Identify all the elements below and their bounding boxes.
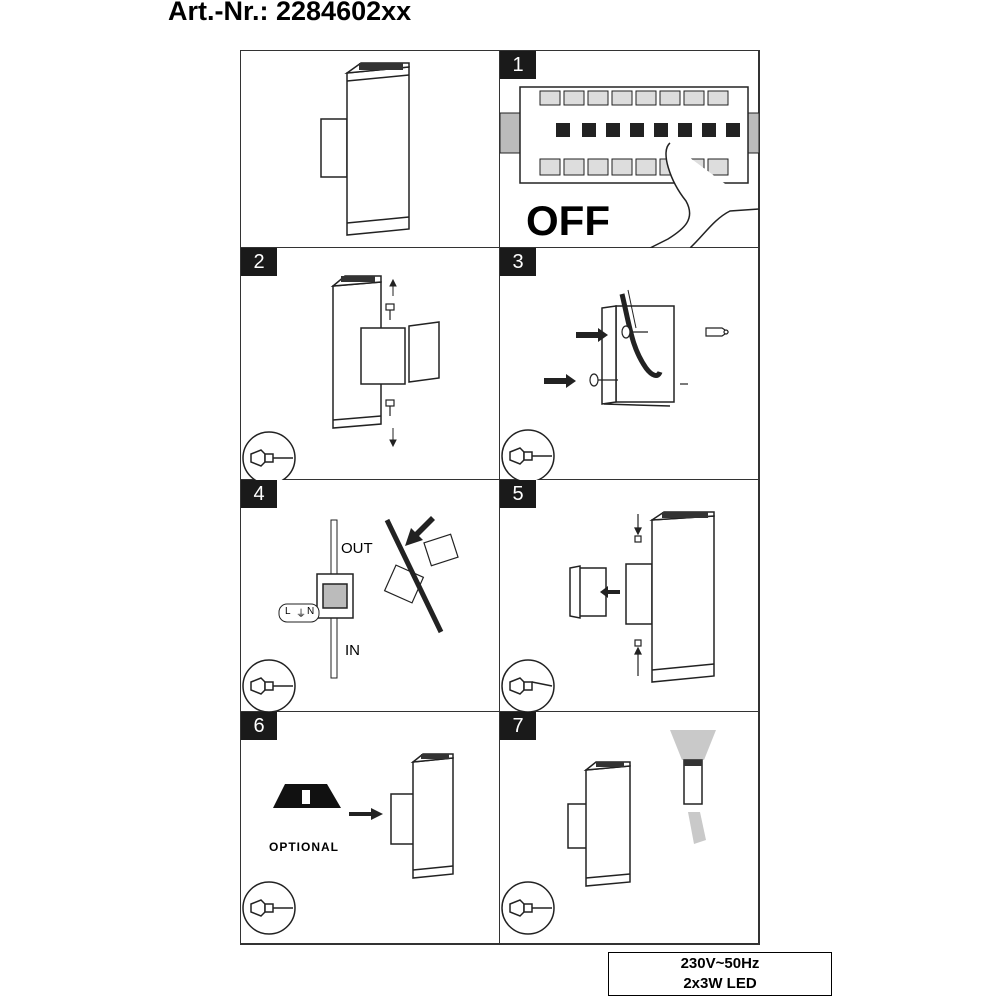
step-number: 2 [241,248,277,276]
arrow-icon [349,808,383,820]
terminal-l-label: L [285,606,291,617]
arrow-icon [544,328,608,388]
step-number: 1 [500,51,536,79]
out-label: OUT [341,540,373,557]
arrow-icon [389,278,397,448]
step-1-panel: 1 OFF [500,51,759,248]
screwdriver-icon [242,881,296,935]
step-5-panel: 5 [500,480,759,712]
screw-icon [589,325,688,387]
step-number: 7 [500,712,536,740]
screwdriver-icon [501,659,555,712]
step-2-panel: 2 [241,248,500,480]
screwdriver-icon [242,431,296,480]
power-spec: 2x3W LED [683,975,757,992]
terminal-n-label: N [307,606,315,617]
instruction-grid: 1 OFF [240,50,760,945]
light-beam-icon [670,730,716,844]
spec-box: 230V~50Hz 2x3W LED [608,952,832,996]
voltage-spec: 230V~50Hz [680,955,760,972]
screw-icon [385,303,395,416]
product-overview-panel [241,51,500,248]
step-number: 6 [241,712,277,740]
rain-icon [688,812,706,844]
step-7-panel: 7 [500,712,759,944]
arrow-icon [600,586,620,598]
junction-box-icon [316,573,354,619]
dowel-icon [705,327,730,337]
hand-icon [649,142,759,248]
screw-icon [634,514,642,676]
screwdriver-icon [242,659,296,712]
article-number: Art.-Nr.: 2284602xx [168,0,412,26]
screwdriver-icon [501,881,555,935]
step-number: 4 [241,480,277,508]
circuit-breaker-icon [500,86,759,248]
step-number: 3 [500,248,536,276]
screwdriver-icon [501,429,555,480]
step-3-panel: 3 [500,248,759,480]
step-6-panel: 6 OPTIONAL [241,712,500,944]
step-4-panel: 4 OUT IN L ⏚ N [241,480,500,712]
arrow-icon [405,516,435,546]
off-label: OFF [526,197,610,244]
ground-icon [278,603,320,623]
wall-lamp-icon [320,62,410,236]
ground-symbol: ⏚ [296,609,306,620]
optional-label: OPTIONAL [269,840,339,854]
in-label: IN [345,642,360,659]
step-number: 5 [500,480,536,508]
